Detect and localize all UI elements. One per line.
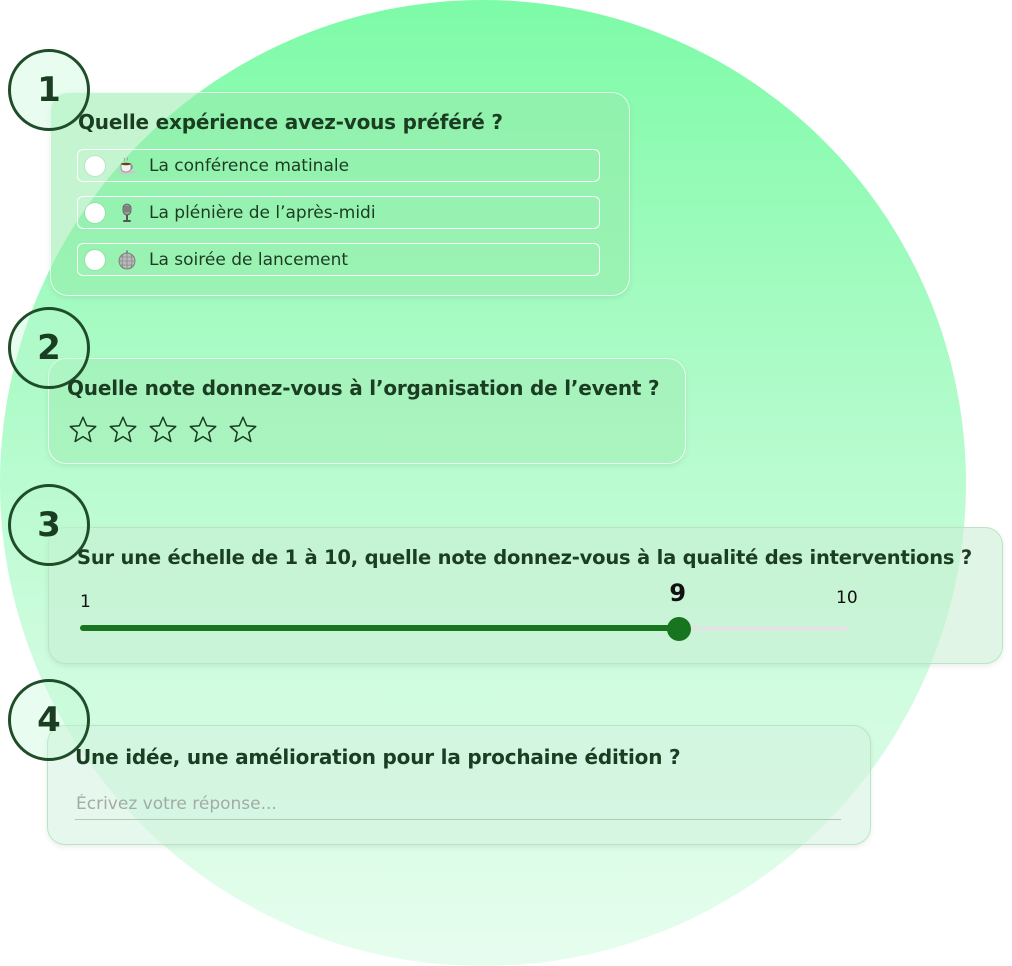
disco-ball-icon xyxy=(118,250,136,269)
star-icon[interactable] xyxy=(68,415,98,445)
radio-button[interactable] xyxy=(85,155,105,176)
question-1-card xyxy=(50,92,630,296)
question-2-card xyxy=(48,358,686,464)
question-4-card xyxy=(47,725,871,845)
option-pleniere-apres-midi[interactable]: La plénière de l’après-midi xyxy=(77,196,600,229)
option-label: La conférence matinale xyxy=(149,155,350,176)
slider-track-fill xyxy=(80,625,680,631)
option-conference-matinale[interactable]: La conférence matinale xyxy=(77,149,600,182)
slider-value-label: 9 xyxy=(669,579,687,607)
question-2-number-badge: 2 xyxy=(8,307,90,389)
radio-button[interactable] xyxy=(85,202,105,223)
star-icon[interactable] xyxy=(188,415,218,445)
question-3-title: Sur une échelle de 1 à 10, quelle note d… xyxy=(77,546,973,569)
radio-button[interactable] xyxy=(85,249,105,270)
question-4-title: Une idée, une amélioration pour la proch… xyxy=(75,745,681,769)
question-4-number-badge: 4 xyxy=(8,679,90,761)
question-1-number-badge: 1 xyxy=(8,49,90,131)
slider-max-label: 10 xyxy=(836,588,858,608)
star-icon[interactable] xyxy=(228,415,258,445)
option-label: La soirée de lancement xyxy=(149,249,349,270)
question-2-title: Quelle note donnez-vous à l’organisation… xyxy=(67,376,660,400)
question-1-title: Quelle expérience avez-vous préféré ? xyxy=(78,110,503,134)
slider-min-label: 1 xyxy=(80,592,91,612)
answer-input[interactable] xyxy=(75,788,841,820)
coffee-icon xyxy=(118,156,136,174)
option-soiree-lancement[interactable]: La soirée de lancement xyxy=(77,243,600,276)
question-3-number-badge: 3 xyxy=(8,484,90,566)
option-label: La plénière de l’après-midi xyxy=(149,202,376,223)
question-3-card xyxy=(48,527,1003,664)
star-icon[interactable] xyxy=(148,415,178,445)
star-rating xyxy=(68,415,268,445)
star-icon[interactable] xyxy=(108,415,138,445)
slider-thumb[interactable] xyxy=(667,617,692,641)
microphone-icon xyxy=(122,203,132,222)
